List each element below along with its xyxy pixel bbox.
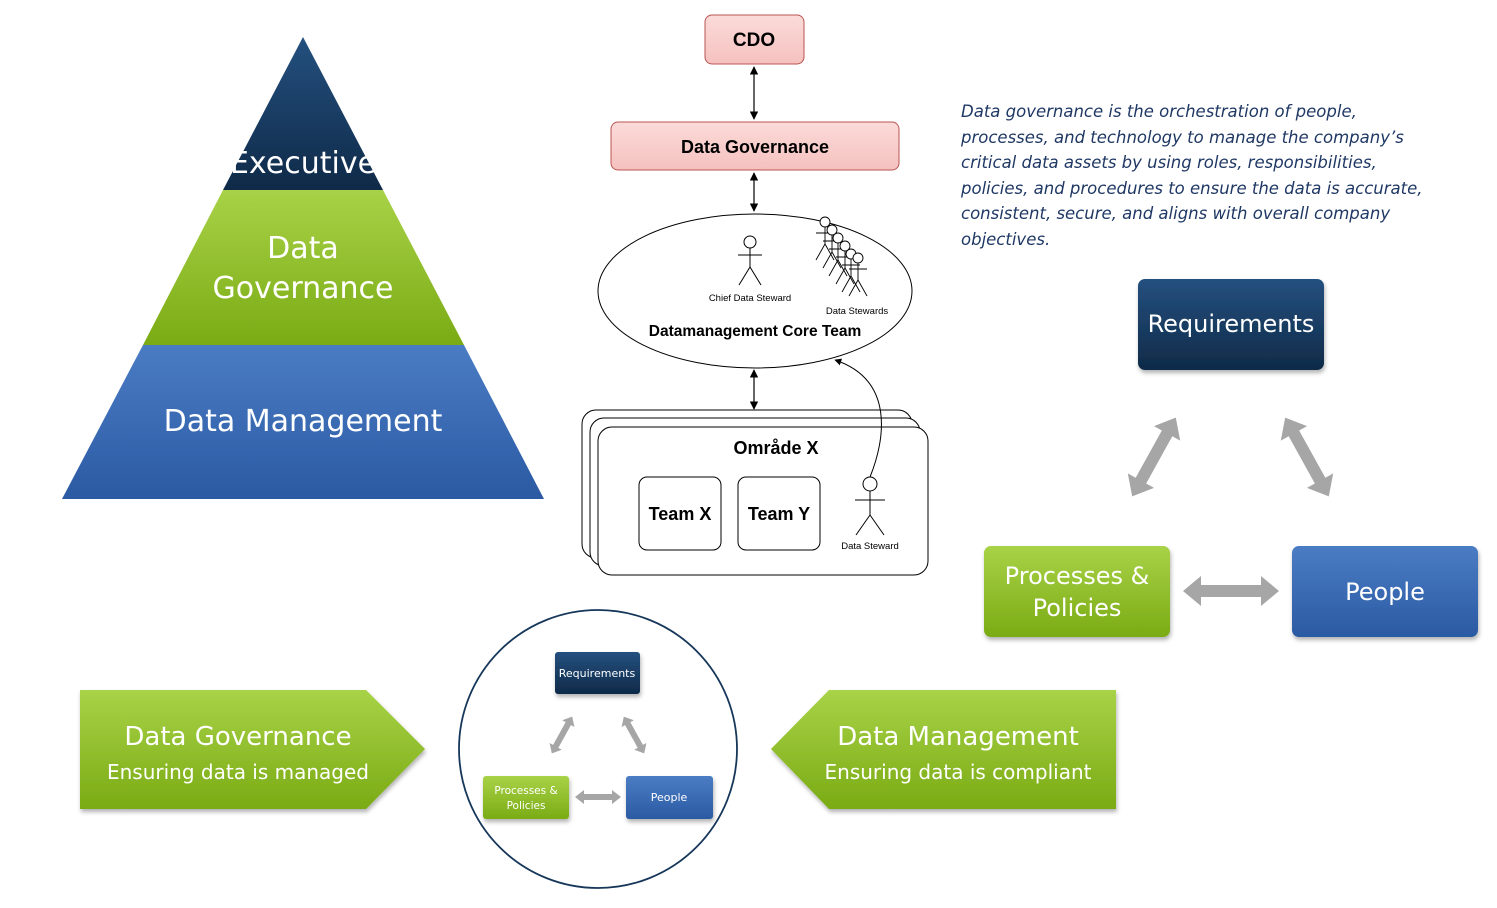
area-label: Område X [733,438,818,458]
mini-requirements-label: Requirements [559,667,636,680]
chief-data-steward-icon [738,235,762,286]
pyramid: Executive Data Governance Data Managemen… [62,37,544,499]
processes-label-1: Processes & [1005,562,1150,590]
governance-box [610,121,900,171]
requirements-label: Requirements [1148,310,1315,338]
governance-chevron-sub: Ensuring data is managed [107,760,369,784]
cycle-arrow-right [1280,417,1334,497]
core-team-label: Datamanagement Core Team [649,323,861,340]
pyramid-executive-label: Executive [230,146,376,181]
cycle-arrow-bottom [1183,576,1279,606]
cycle-diagram: Requirements Processes & Policies People [984,279,1478,637]
mini-requirements-box [555,652,640,694]
mini-cycle-circle [458,609,738,889]
governance-chevron [80,690,425,809]
governance-label: Data Governance [681,137,829,157]
management-chevron-sub: Ensuring data is compliant [825,760,1092,784]
data-steward-icon [855,476,885,536]
bottom-section: Data Governance Ensuring data is managed… [80,609,1116,889]
cdo-label: CDO [733,30,775,51]
chief-data-steward-label: Chief Data Steward [709,293,791,304]
management-chevron [771,690,1116,809]
mini-arrow-right [621,716,647,754]
management-chevron-title: Data Management [837,722,1079,752]
team-x-box [638,476,722,551]
cycle-arrow-left [1127,417,1181,497]
pyramid-governance-label-2: Governance [213,271,394,306]
data-stewards-label: Data Stewards [826,306,889,317]
mini-processes-label-1: Processes & [494,785,557,797]
mini-arrow-left [549,716,575,754]
people-box [1292,546,1478,637]
pyramid-governance-tier [143,190,464,345]
org-chart: CDO Data Governance Chief Data Steward D… [581,14,929,576]
mini-arrow-bottom [575,790,621,804]
mini-people-label: People [651,791,688,804]
definition-text: Data governance is the orchestration of … [961,102,1423,249]
mini-people-box [626,776,713,819]
processes-label-2: Policies [1033,594,1122,622]
team-y-label: Team Y [748,504,810,524]
people-label: People [1345,578,1425,606]
team-y-box [737,476,821,551]
mini-processes-box [483,776,569,819]
cdo-box [704,14,805,65]
requirements-box [1138,279,1324,370]
pyramid-executive-tier [223,37,383,190]
mini-processes-label-2: Policies [507,800,546,812]
data-steward-label: Data Steward [841,541,899,552]
pyramid-management-label: Data Management [164,404,443,439]
processes-box [984,546,1170,637]
pyramid-governance-label-1: Data [267,231,339,266]
core-team-ellipse [597,213,913,369]
governance-chevron-title: Data Governance [124,722,351,752]
data-stewards-icon [815,216,868,297]
steward-to-core-connector [834,358,882,478]
pyramid-management-tier [62,345,544,499]
team-x-label: Team X [649,504,712,524]
